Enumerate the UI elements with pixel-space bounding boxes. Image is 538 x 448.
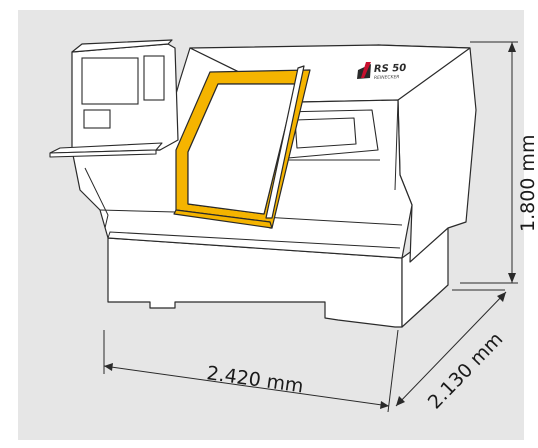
machine-base (107, 224, 449, 328)
depth-arrow-top (497, 292, 506, 302)
door-window (187, 83, 297, 215)
brand-maker: REINECKER (374, 74, 400, 81)
small-panel (83, 109, 111, 129)
panel-line-6 (107, 231, 401, 249)
dimension-arrows (104, 42, 516, 409)
width-dimension-line (103, 365, 390, 407)
width-arrow-right (380, 401, 389, 409)
main-screen (81, 57, 139, 105)
machine-details (84, 99, 403, 249)
dimension-lines (103, 41, 518, 413)
panel-line-1 (84, 167, 109, 229)
operator-screen (294, 117, 357, 149)
height-arrow-bottom (508, 273, 516, 283)
tray-edge (49, 149, 157, 158)
brand-mark-accent-icon (361, 62, 371, 78)
height-dimension-label: 1.800 mm (517, 135, 538, 232)
width-extension-right (387, 329, 399, 413)
door (173, 65, 311, 229)
brand-model: RS 50 (374, 63, 407, 75)
keyboard-tray (49, 142, 163, 158)
cabinet-top (71, 39, 173, 53)
depth-arrow-bottom (396, 396, 405, 406)
door-handle-rail (265, 65, 305, 219)
cabinet-screens (81, 55, 165, 129)
depth-dimension-line (395, 291, 507, 407)
brand-logo: RS 50 REINECKER (357, 62, 406, 81)
panel-line-5 (394, 99, 399, 191)
width-arrow-left (104, 363, 113, 371)
panel-line-2 (99, 209, 176, 213)
side-screen (143, 55, 165, 101)
height-arrow-top (508, 42, 516, 52)
door-bottom-lip (173, 209, 273, 229)
